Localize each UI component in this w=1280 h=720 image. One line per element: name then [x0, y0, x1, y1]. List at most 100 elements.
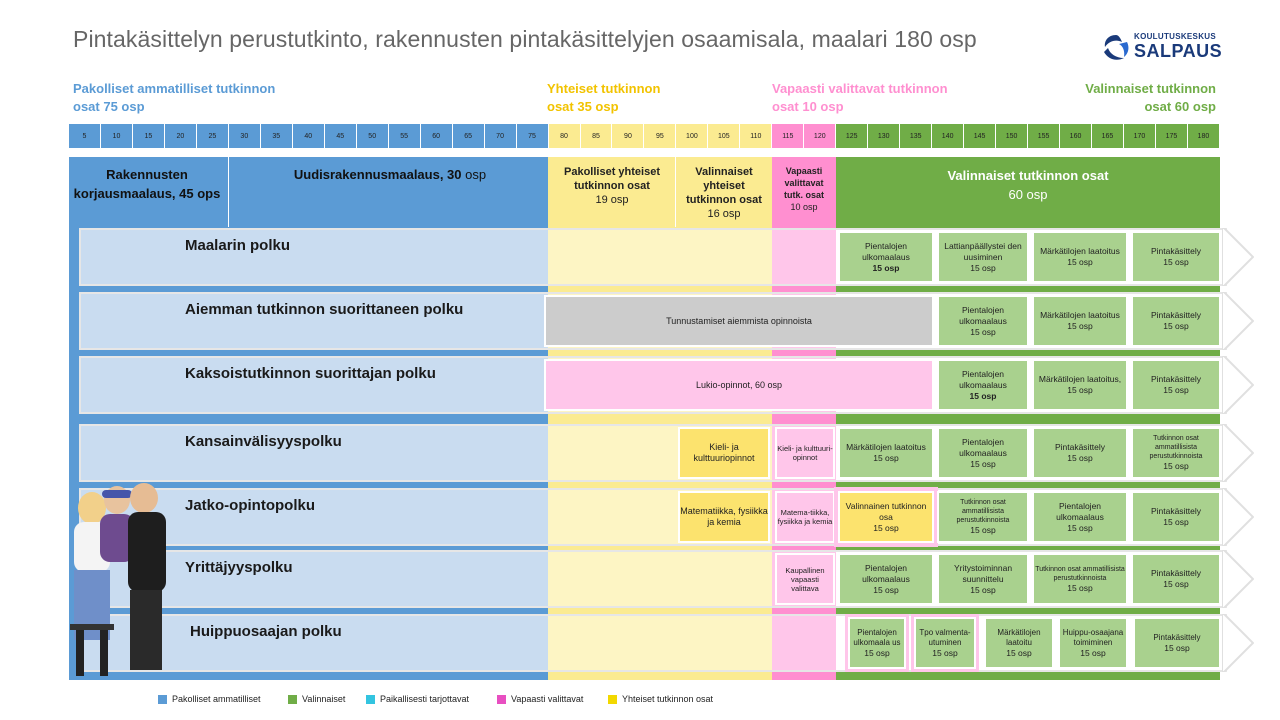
pakolliset-heading-line2: osat 75 osp	[73, 99, 145, 114]
scale-tick: 110	[740, 124, 773, 148]
scale-tick: 80	[548, 124, 581, 148]
legend-item: Pakolliset ammatilliset	[158, 694, 261, 704]
course-osp: 15 osp	[864, 647, 890, 658]
scale-tick: 100	[676, 124, 709, 148]
scale-tick: 160	[1060, 124, 1092, 148]
course-name: Tutkinnon osat ammatillisista perustutki…	[1149, 435, 1203, 460]
korjaus-heading: Rakennusten korjausmaalaus, 45 ops	[73, 167, 221, 201]
course-name: Tutkinnon osat ammatillisista perustutki…	[956, 499, 1010, 524]
row-arrow-icon	[1221, 423, 1255, 483]
course-osp: 15 osp	[1163, 257, 1189, 267]
path-label: Maalarin polku	[185, 237, 291, 254]
legend-label: Paikallisesti tarjottavat	[380, 694, 470, 704]
row-bg-yellow	[548, 550, 772, 608]
scale-tick: 60	[420, 124, 453, 148]
course-name: Märkätilojen laatoitus	[846, 442, 926, 452]
scale-tick: 35	[260, 124, 293, 148]
course-osp: 15 osp	[873, 453, 899, 463]
scale-tick: 95	[644, 124, 677, 148]
scale-tick: 135	[900, 124, 933, 148]
scale-tick: 165	[1092, 124, 1124, 148]
course-name: Pintakäsittely	[1054, 442, 1106, 452]
course-name: Märkätilojen laatoitus	[1040, 246, 1120, 256]
scale-tick: 170	[1123, 124, 1156, 148]
scale-tick: 125	[836, 124, 869, 148]
band-divider	[228, 157, 229, 227]
vapaasti-heading-line2: osat 10 osp	[772, 99, 844, 114]
course-name: Pintakäsittely	[1150, 506, 1202, 516]
scale-tick: 90	[612, 124, 645, 148]
course-name: Pintakäsittely	[1150, 568, 1202, 578]
course-box: Tutkinnon osat ammatillisista perustutki…	[1131, 427, 1221, 479]
course-name: Märkätilojen laatoitu	[997, 627, 1041, 647]
pakolliset-heading-line1: Pakolliset ammatilliset tutkinnon	[73, 81, 276, 96]
course-name: Pientalojen ulkomaalaus	[959, 304, 1007, 326]
row-arrow-icon	[1221, 355, 1255, 415]
course-osp: 15 osp	[1163, 385, 1189, 395]
uudis-heading-bold: Uudisrakennusmaalaus, 30	[293, 167, 462, 182]
course-name: Tutkinnon osat ammatillisista perustutki…	[1035, 565, 1125, 582]
scale-tick: 45	[324, 124, 357, 148]
scale-tick: 70	[484, 124, 517, 148]
scale-tick: 20	[164, 124, 197, 148]
course-name: Tpo valmenta-utuminen	[919, 627, 971, 647]
wide-block: Tunnustamiset aiemmista opinnoista	[544, 295, 934, 347]
course-osp: 15 osp	[970, 326, 996, 337]
course-name: Valinnainen tutkinnon osa	[845, 500, 927, 522]
course-name: Märkätilojen laatoitus	[1040, 310, 1120, 320]
course-box: Tutkinnon osat ammatillisista perustutki…	[937, 491, 1029, 543]
course-osp: 15 osp	[1067, 257, 1093, 267]
course-osp: 15 osp	[1080, 647, 1106, 658]
valinnaiset-col-osp: 60 osp	[1008, 187, 1048, 202]
uudis-heading: Uudisrakennusmaalaus, 30 osp	[240, 165, 540, 184]
logo-small-text: KOULUTUSKESKUS	[1134, 32, 1216, 41]
legend-swatch	[158, 694, 167, 704]
scale-tick: 145	[964, 124, 997, 148]
legend-swatch	[497, 694, 506, 704]
legend-label: Yhteiset tutkinnon osat	[622, 694, 714, 704]
course-osp: 15 osp	[969, 390, 997, 401]
legend-swatch	[366, 694, 375, 704]
course-osp: 15 osp	[1163, 517, 1189, 527]
scale-tick: 40	[292, 124, 325, 148]
course-name: Yritystoiminnan suunnittelu	[953, 562, 1013, 584]
vapaasti-heading: Vapaasti valittavat tutkinnon osat 10 os…	[772, 80, 948, 116]
scale-tick: 25	[196, 124, 229, 148]
course-name: Pintakäsittely	[1153, 632, 1201, 642]
path-label: Huippuosaajan polku	[190, 623, 342, 640]
row-bg-blue	[79, 356, 548, 414]
course-osp: 15 osp	[970, 458, 996, 469]
course-osp: 15 osp	[970, 584, 996, 595]
course-name: Pintakäsittely	[1150, 310, 1202, 320]
legend-label: Pakolliset ammatilliset	[172, 694, 261, 704]
scale-tick: 5	[69, 124, 101, 148]
valinnaiset-col-title: Valinnaiset tutkinnon osat	[947, 168, 1109, 183]
scale-tick: 130	[868, 124, 901, 148]
course-name: Pientalojen ulkomaalaus	[862, 240, 910, 262]
yhteiset-heading-line2: osat 35 osp	[547, 99, 619, 114]
legend-label: Valinnaiset	[302, 694, 346, 704]
course-name: Pientalojen ulkomaalaus	[959, 368, 1007, 390]
course-osp: 15 osp	[1067, 321, 1093, 331]
course-name: Pientalojen ulkomaala us	[853, 627, 901, 647]
vapaasti-col-title: Vapaasti valittavat tutk. osat	[783, 166, 824, 200]
course-name: Lattianpäällystei den uusiminen	[944, 240, 1022, 262]
row-arrow-icon	[1221, 487, 1255, 547]
course-osp: 15 osp	[873, 584, 899, 595]
row-bg-pink	[772, 228, 836, 286]
scale-tick: 55	[388, 124, 421, 148]
course-osp: 15 osp	[1067, 385, 1093, 395]
